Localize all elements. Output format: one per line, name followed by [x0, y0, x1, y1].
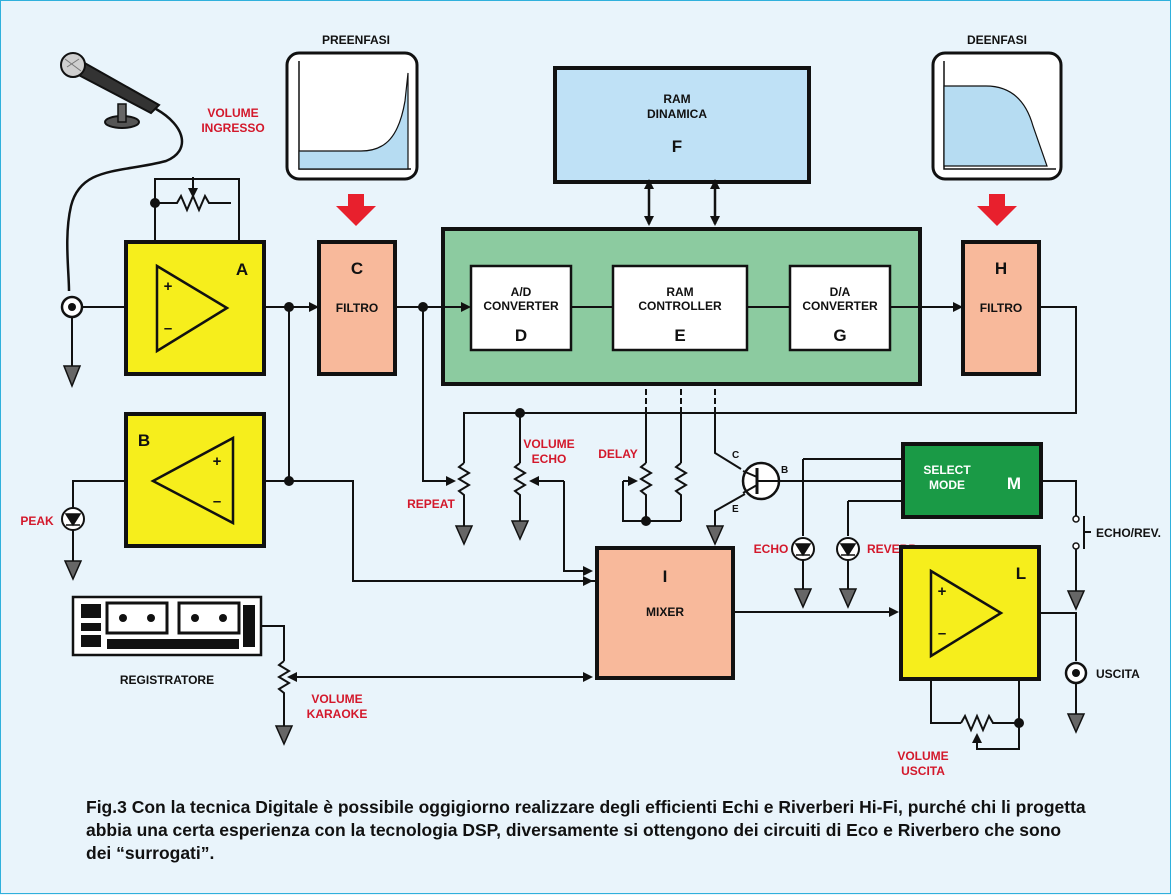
amp-l-minus: – — [938, 625, 946, 642]
figure-caption: Fig.3 Con la tecnica Digitale è possibil… — [86, 797, 1086, 863]
dac-letter: G — [833, 326, 846, 345]
ram-dynamic-block: RAM DINAMICA F — [553, 66, 811, 184]
echo-rev-label: ECHO/REV. — [1096, 526, 1161, 540]
registratore-label: REGISTRATORE — [120, 673, 214, 687]
transistor-e: E — [732, 504, 739, 515]
input-jack-icon — [60, 295, 84, 366]
mixer-block: I MIXER — [595, 546, 735, 680]
dac-label-1: D/A — [830, 285, 851, 299]
cassette-deck-icon — [71, 595, 263, 657]
echo-label: ECHO — [754, 542, 789, 556]
amplifier-b: + – B — [124, 412, 266, 548]
ram-controller-block: RAM CONTROLLER E — [611, 264, 749, 352]
delay-pot — [622, 462, 688, 526]
adc-letter: D — [515, 326, 527, 345]
ground-icon — [705, 525, 725, 546]
adc-label-2: CONVERTER — [483, 299, 559, 313]
ramc-label-1: RAM — [666, 285, 693, 299]
filter-h: H FILTRO — [961, 240, 1041, 376]
ground-icon — [62, 365, 82, 389]
vol-kar-label-2: KARAOKE — [307, 707, 368, 721]
vol-in-label-1: VOLUME — [207, 106, 258, 120]
vol-out-label-2: USCITA — [901, 764, 945, 778]
transistor-b: B — [781, 465, 788, 476]
volume-input-pot — [150, 177, 231, 213]
select-label-1: SELECT — [923, 463, 971, 477]
ground-icon — [838, 588, 858, 609]
microphone-icon — [60, 52, 184, 292]
dac-label-2: CONVERTER — [802, 299, 878, 313]
echo-led-icon — [791, 537, 815, 589]
ram-label-1: RAM — [663, 92, 690, 106]
select-letter: M — [1007, 474, 1021, 493]
amp-l-plus: + — [938, 583, 947, 600]
reverb-led-icon — [836, 537, 860, 589]
filter-c: C FILTRO — [317, 240, 397, 376]
ground-icon — [274, 725, 294, 746]
transistor-icon — [741, 461, 781, 501]
select-label-2: MODE — [929, 478, 965, 492]
repeat-pot — [457, 462, 471, 526]
vol-echo-label-2: ECHO — [532, 452, 567, 466]
output-jack-icon — [1064, 661, 1088, 714]
amp-a-letter: A — [236, 260, 248, 279]
echo-rev-switch-icon — [1072, 515, 1091, 591]
ram-label-2: DINAMICA — [647, 107, 707, 121]
ground-icon — [454, 525, 474, 546]
uscita-label: USCITA — [1096, 667, 1140, 681]
filter-h-letter: H — [995, 259, 1007, 278]
peak-led-icon — [61, 507, 85, 561]
ground-icon — [1066, 713, 1086, 734]
amp-a-plus: + — [164, 278, 173, 295]
amplifier-l: + – L — [899, 545, 1041, 681]
amp-l-letter: L — [1016, 564, 1026, 583]
mixer-letter: I — [663, 567, 668, 586]
filter-h-label: FILTRO — [980, 301, 1022, 315]
ground-icon — [63, 560, 83, 581]
amp-b-plus: + — [213, 453, 222, 470]
delay-label: DELAY — [598, 447, 638, 461]
down-arrow-icon — [336, 194, 376, 226]
amp-a-minus: – — [164, 320, 172, 337]
deemphasis-label: DEENFASI — [967, 33, 1027, 47]
peak-label: PEAK — [20, 514, 54, 528]
deemphasis-graph — [931, 51, 1063, 181]
adc-block: A/D CONVERTER D — [469, 264, 573, 352]
preemphasis-label: PREENFASI — [322, 33, 390, 47]
vol-out-label-1: VOLUME — [897, 749, 948, 763]
vol-kar-label-1: VOLUME — [311, 692, 362, 706]
amp-b-minus: – — [213, 493, 221, 510]
ground-icon — [793, 588, 813, 609]
ground-icon — [510, 520, 530, 541]
down-arrow-icon — [977, 194, 1017, 226]
volume-karaoke-pot — [277, 660, 593, 726]
preemphasis-graph — [285, 51, 419, 181]
transistor-c: C — [732, 450, 739, 461]
ramc-label-2: CONTROLLER — [638, 299, 722, 313]
adc-label-1: A/D — [511, 285, 532, 299]
amplifier-a: + – A — [124, 240, 266, 376]
ramc-letter: E — [674, 326, 685, 345]
filter-c-letter: C — [351, 259, 363, 278]
select-mode-block: SELECT MODE M — [901, 442, 1043, 519]
amp-b-letter: B — [138, 431, 150, 450]
volume-echo-pot — [513, 462, 564, 521]
repeat-label: REPEAT — [407, 497, 455, 511]
ram-letter: F — [672, 137, 682, 156]
mixer-label: MIXER — [646, 605, 684, 619]
ground-icon — [1066, 590, 1086, 611]
dac-block: D/A CONVERTER G — [788, 264, 892, 352]
vol-in-label-2: INGRESSO — [201, 121, 264, 135]
vol-echo-label-1: VOLUME — [523, 437, 574, 451]
volume-output-pot — [960, 713, 1024, 750]
filter-c-label: FILTRO — [336, 301, 378, 315]
